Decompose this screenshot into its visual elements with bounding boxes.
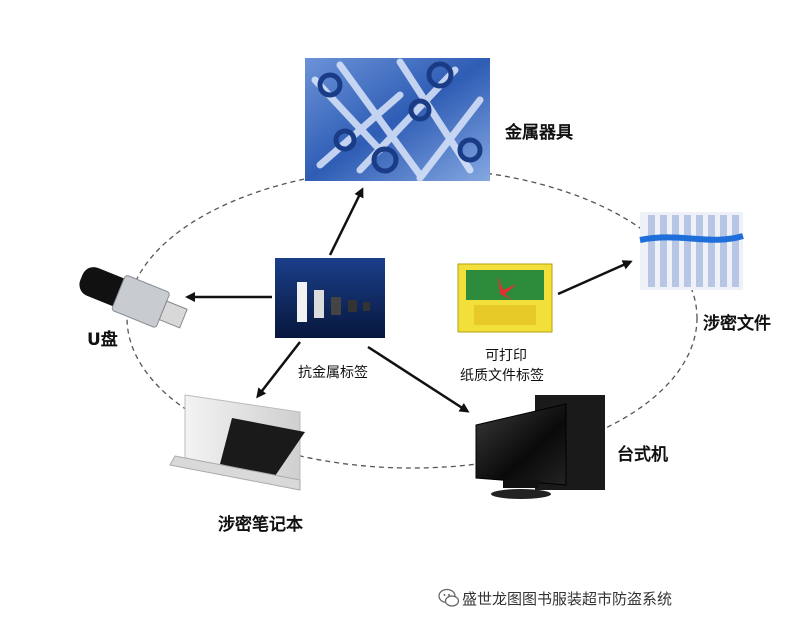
metal-tools-image: [305, 58, 490, 182]
arrow-to-laptop: [256, 341, 301, 399]
desktop-label: 台式机: [617, 445, 668, 465]
paper-label-image: [457, 263, 553, 333]
printable-tag-label-line1: 可打印: [485, 348, 527, 364]
printable-tag-label-line2: 纸质文件标签: [460, 368, 544, 384]
laptop-image: [169, 394, 305, 491]
laptop-label: 涉密笔记本: [218, 515, 303, 535]
arrow-to-metal-tools: [328, 187, 364, 256]
arrow-to-classified-docs: [557, 260, 633, 296]
dashed-ring: [126, 167, 698, 469]
usb-label: U盘: [87, 330, 118, 350]
classified-docs-label: 涉密文件: [703, 314, 771, 334]
desktop-monitor-image: [475, 395, 605, 499]
rfid-tags-image: [275, 258, 385, 338]
anti-metal-tag-label: 抗金属标签: [298, 365, 368, 381]
usb-drive-image: [79, 267, 188, 329]
file-folders-image: [639, 212, 744, 290]
metal-tools-label: 金属器具: [505, 123, 573, 143]
footer-watermark: 盛世龙图图书服装超市防盗系统: [462, 590, 673, 608]
wechat-icon: [438, 588, 460, 607]
arrow-to-desktop: [367, 345, 470, 413]
